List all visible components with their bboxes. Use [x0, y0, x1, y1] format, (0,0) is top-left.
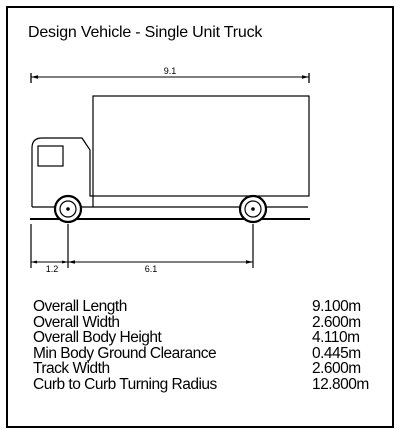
spec-label: Min Body Ground Clearance: [33, 344, 217, 362]
spec-row-overall-width: Overall Width 2.600m: [33, 313, 378, 331]
front-wheel: [53, 194, 83, 224]
spec-value: 4.110m: [312, 329, 360, 346]
front-overhang-dimension: 1.2: [31, 260, 68, 274]
spec-value: 12.800m: [312, 375, 369, 393]
spec-value: 2.600m: [312, 360, 361, 377]
spec-row-turning-radius: Curb to Curb Turning Radius 12.800m: [33, 375, 378, 393]
spec-table: Overall Length 9.100m Overall Width 2.60…: [33, 299, 378, 392]
overall-length-dimension: 9.1: [30, 66, 310, 83]
spec-label: Curb to Curb Turning Radius: [33, 375, 217, 393]
rear-wheel: [238, 194, 268, 224]
spec-value: 2.600m: [312, 313, 361, 331]
cargo-box: [92, 95, 310, 197]
wheelbase-label: 6.1: [145, 264, 158, 274]
spec-row-track-width: Track Width 2.600m: [33, 361, 378, 377]
spec-row-min-body-ground-clearance: Min Body Ground Clearance 0.445m: [33, 344, 378, 362]
spec-value: 0.445m: [312, 344, 361, 362]
spec-row-overall-body-height: Overall Body Height 4.110m: [33, 330, 378, 346]
spec-label: Overall Length: [33, 298, 127, 315]
front-overhang-label: 1.2: [46, 264, 59, 274]
spec-label: Track Width: [33, 360, 110, 377]
wheelbase-dimension: 6.1: [68, 260, 253, 274]
spec-value: 9.100m: [312, 298, 361, 315]
overall-length-label: 9.1: [164, 66, 177, 76]
spec-label: Overall Body Height: [33, 329, 162, 346]
spec-label: Overall Width: [33, 313, 120, 331]
cab-window: [37, 145, 64, 167]
page-title: Design Vehicle - Single Unit Truck: [28, 24, 263, 41]
spec-row-overall-length: Overall Length 9.100m: [33, 299, 378, 315]
